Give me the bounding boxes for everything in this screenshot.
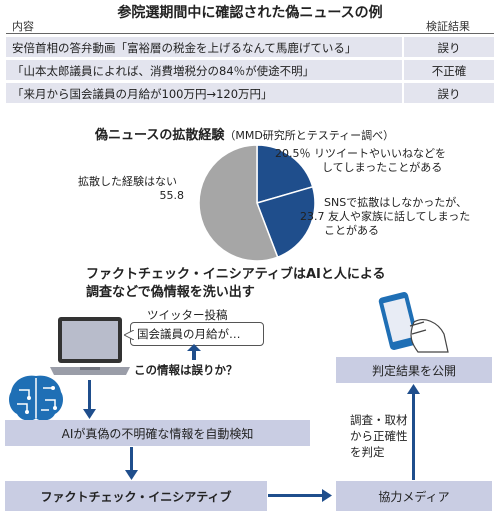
investigate-label: 調査・取材 から正確性 を判定	[350, 413, 408, 459]
value-label: 20.5％	[275, 147, 311, 160]
flow-title: ファクトチェック・イニシアティブはAIと人による 調査などで偽情報を洗い出す	[86, 267, 386, 300]
pie-slice-none	[198, 144, 279, 262]
table-header: 内容 検証結果	[6, 17, 494, 34]
bubble-tail	[124, 330, 134, 340]
up-arrow-icon	[187, 344, 201, 360]
publish-box: 判定結果を公開	[336, 357, 492, 383]
table-row: 「来月から国会議員の月給が100万円→120万円」 誤り	[6, 83, 494, 103]
table-title: 参院選期間中に確認された偽ニュースの例	[117, 5, 383, 21]
down-arrow-icon	[125, 470, 138, 480]
right-arrow-icon	[322, 489, 332, 502]
table-row: 安倍首相の答弁動画「富裕層の税金を上げるなんて馬鹿げている」 誤り	[6, 37, 494, 57]
row-result: 誤り	[437, 41, 461, 55]
media-box: 協力メディア	[336, 481, 492, 511]
pie-slice-retweet	[256, 144, 314, 204]
slice-label-none: 拡散した経験はない 55.8	[78, 175, 188, 203]
laptop-icon	[50, 317, 130, 375]
pie-chart	[198, 144, 316, 262]
fci-box: ファクトチェック・イニシアティブ	[5, 481, 267, 511]
slice-label-retweet: 20.5％ リツイートやいいねなどを してしまったことがある	[275, 147, 446, 174]
smartphone-icon	[378, 292, 449, 353]
down-arrow-icon	[83, 409, 96, 419]
pie-title: 偽ニュースの拡散経験（MMD研究所とテスティー調べ）	[95, 124, 394, 143]
arrow-shaft	[412, 392, 415, 480]
slice-label-talked: SNSで拡散はしなかったが、 23.7 友人や家族に話してしまった ことがある	[300, 196, 471, 237]
tweet-bubble: 国会議員の月給が…	[130, 322, 264, 346]
row-content: 安倍首相の答弁動画「富裕層の税金を上げるなんて馬鹿げている」	[12, 41, 357, 55]
row-content: 「山本太郎議員によれば、消費増税分の84％が使途不明」	[12, 64, 315, 78]
header-content: 内容	[12, 20, 34, 33]
pie-title-main: 偽ニュースの拡散経験	[95, 128, 225, 143]
row-result: 不正確	[431, 64, 467, 78]
up-arrow-icon	[407, 384, 420, 394]
question-text: この情報は誤りか？	[134, 363, 238, 377]
tweet-label: ツイッター投稿	[147, 308, 228, 322]
header-result: 検証結果	[426, 20, 470, 33]
arrow-shaft	[88, 380, 91, 412]
arrow-shaft	[268, 494, 324, 497]
arrow-shaft	[130, 447, 133, 473]
pie-subtitle: （MMD研究所とテスティー調べ）	[224, 129, 395, 142]
value-label: 23.7	[300, 210, 325, 223]
row-content: 「来月から国会議員の月給が100万円→120万円」	[12, 87, 273, 101]
ai-detect-box: AIが真偽の不明確な情報を自動検知	[5, 420, 310, 446]
value-label: 55.8	[159, 189, 185, 202]
row-result: 誤り	[437, 87, 461, 101]
ai-brain-icon	[9, 375, 63, 421]
table-row: 「山本太郎議員によれば、消費増税分の84％が使途不明」 不正確	[6, 60, 494, 80]
